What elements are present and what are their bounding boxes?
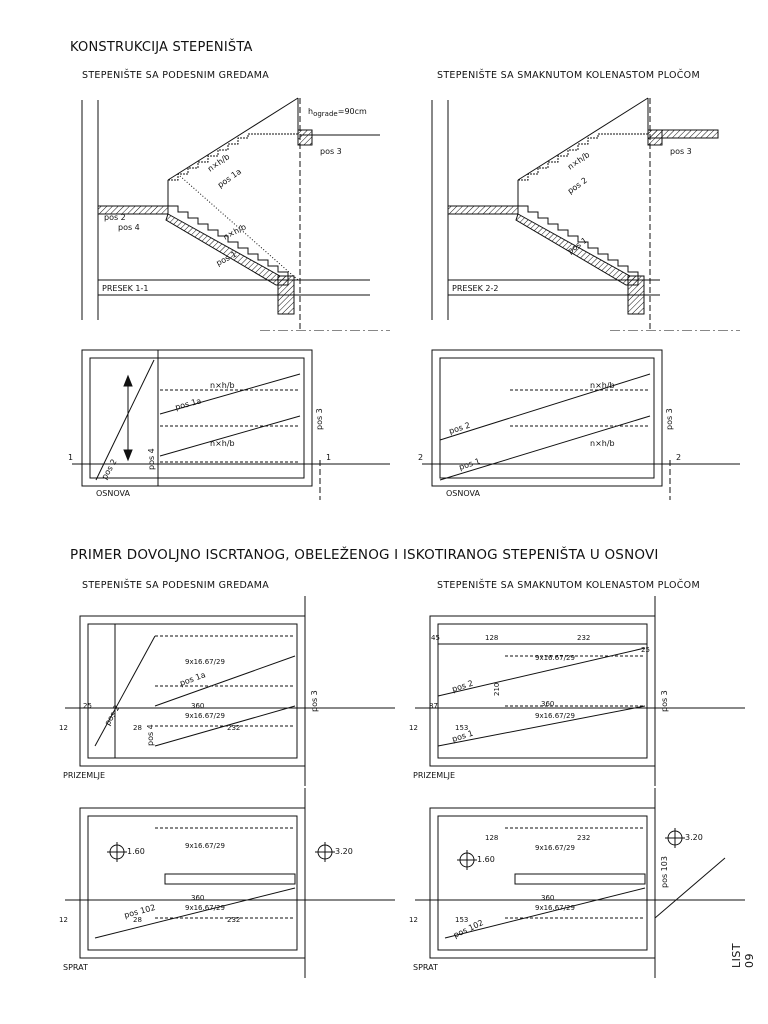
section-1-1-drawing: hograde=90cm pos 3 n×h/b pos 1a pos 2 po…: [81, 97, 380, 330]
dim-360: 360: [541, 894, 554, 902]
upper-floor-left: 1.60 3.20 9x16.67/29 9x16.67/29 360 28 2…: [59, 788, 395, 978]
dim-28: 28: [133, 916, 142, 924]
dim-232: 232: [227, 916, 240, 924]
pos-103: pos 103: [660, 856, 669, 888]
bottom-right-subtitle: STEPENIŠTE SA SMAKNUTOM KOLENASTOM PLOČO…: [437, 580, 700, 591]
flight-formula: 9x16.67/29: [535, 844, 575, 852]
dim-360: 360: [191, 702, 204, 710]
flight-formula: 9x16.67/29: [185, 658, 225, 666]
dim-128: 128: [485, 634, 498, 642]
ground-floor-left: 9x16.67/29 9x16.67/29 360 28 232 25 12 p…: [59, 596, 395, 786]
plan-left-drawing: pos 2 pos 4 pos 3 pos 1a n×h/b n×h/b 1 1…: [68, 330, 390, 500]
flight-formula: 9x16.67/29: [185, 842, 225, 850]
plan-pos-1a: pos 1a: [174, 396, 202, 412]
page-title: KONSTRUKCIJA STEPENIŠTA: [70, 40, 253, 55]
level-2: 3.20: [685, 833, 703, 842]
plan-pos-3: pos 3: [665, 408, 674, 430]
plan-formula-upper: n×h/b: [590, 381, 615, 390]
dim-12: 12: [59, 724, 68, 732]
ground-label: PRIZEMLJE: [413, 771, 455, 780]
dim-128: 128: [485, 834, 498, 842]
dim-153: 153: [455, 724, 468, 732]
pos-4-label: pos 4: [118, 223, 140, 232]
dim-25: 25: [641, 646, 650, 654]
level-1: 1.60: [127, 847, 145, 856]
plan-pos-2: pos 2: [100, 458, 119, 481]
cut-mark-right: 1: [326, 453, 331, 462]
pos-3: pos 3: [310, 690, 319, 712]
flight-formula-2: 9x16.67/29: [535, 712, 575, 720]
dim-210: 210: [493, 683, 501, 696]
pos-1a: pos 1a: [179, 670, 207, 688]
formula-upper: n×h/b: [206, 152, 231, 173]
example-title: PRIMER DOVOLJNO ISCRTANOG, OBELEŽENOG I …: [70, 547, 659, 563]
plan-pos-4: pos 4: [147, 448, 156, 470]
top-right-subtitle: STEPENIŠTE SA SMAKNUTOM KOLENASTOM PLOČO…: [437, 70, 700, 81]
plan-right-label: OSNOVA: [446, 489, 480, 498]
dim-45: 45: [431, 634, 440, 642]
dim-232: 232: [577, 834, 590, 842]
plan-formula-upper: n×h/b: [210, 381, 235, 390]
top-left-subtitle: STEPENIŠTE SA PODESNIM GREDAMA: [82, 70, 270, 81]
dim-360: 360: [541, 700, 554, 708]
section-2-2-label: PRESEK 2-2: [452, 284, 498, 293]
dim-12: 12: [409, 724, 418, 732]
pos-3-label: pos 3: [320, 147, 342, 156]
plan-formula-lower: n×h/b: [590, 439, 615, 448]
flight-formula-2: 9x16.67/29: [535, 904, 575, 912]
dim-12: 12: [409, 916, 418, 924]
pos-2-label: pos 2: [566, 176, 589, 196]
level-1: 1.60: [477, 855, 495, 864]
pos-3-label: pos 3: [670, 147, 692, 156]
floor-label: SPRAT: [413, 963, 438, 972]
dim-25: 25: [83, 702, 92, 710]
cut-mark-right: 2: [676, 453, 681, 462]
plan-left-label: OSNOVA: [96, 489, 130, 498]
cut-mark-left: 2: [418, 453, 423, 462]
pos-4: pos 4: [146, 724, 155, 746]
pos-2-label: pos 2: [104, 213, 126, 222]
flight-formula: 9x16.67/29: [535, 654, 575, 662]
flight-formula-2: 9x16.67/29: [185, 712, 225, 720]
dim-153: 153: [455, 916, 468, 924]
dim-12: 12: [59, 916, 68, 924]
plan-pos-1: pos 1: [458, 457, 481, 472]
dim-232: 232: [227, 724, 240, 732]
level-2: 3.20: [335, 847, 353, 856]
pos-2: pos 2: [451, 679, 474, 694]
upper-floor-right: 1.60 3.20 128 232 9x16.67/29 9x16.67/29 …: [409, 788, 745, 978]
railing-height: hograde=90cm: [308, 107, 367, 118]
pos-2: pos 2: [103, 704, 122, 727]
ground-label: PRIZEMLJE: [63, 771, 105, 780]
dim-232: 232: [577, 634, 590, 642]
pos-3: pos 3: [660, 690, 669, 712]
bottom-left-subtitle: STEPENIŠTE SA PODESNIM GREDAMA: [82, 580, 270, 591]
plan-right-drawing: pos 2 pos 1 pos 3 n×h/b n×h/b 2 2 OSNOVA: [418, 330, 740, 500]
section-1-1-label: PRESEK 1-1: [102, 284, 148, 293]
pos-1a-label: pos 1a: [216, 167, 243, 190]
flight-formula-2: 9x16.67/29: [185, 904, 225, 912]
formula-upper: n×h/b: [566, 150, 591, 171]
floor-label: SPRAT: [63, 963, 88, 972]
formula-lower: n×h/b: [222, 222, 248, 242]
cut-mark-left: 1: [68, 453, 73, 462]
dim-28: 28: [133, 724, 142, 732]
dim-360: 360: [191, 894, 204, 902]
plan-pos-3: pos 3: [315, 408, 324, 430]
ground-floor-right: 128 232 45 25 210 360 153 87 12 9x16.67/…: [409, 596, 745, 786]
dim-87: 87: [429, 702, 438, 710]
plan-formula-lower: n×h/b: [210, 439, 235, 448]
section-2-2-drawing: pos 3 n×h/b pos 2 pos 1 PRESEK 2-2: [431, 97, 719, 330]
